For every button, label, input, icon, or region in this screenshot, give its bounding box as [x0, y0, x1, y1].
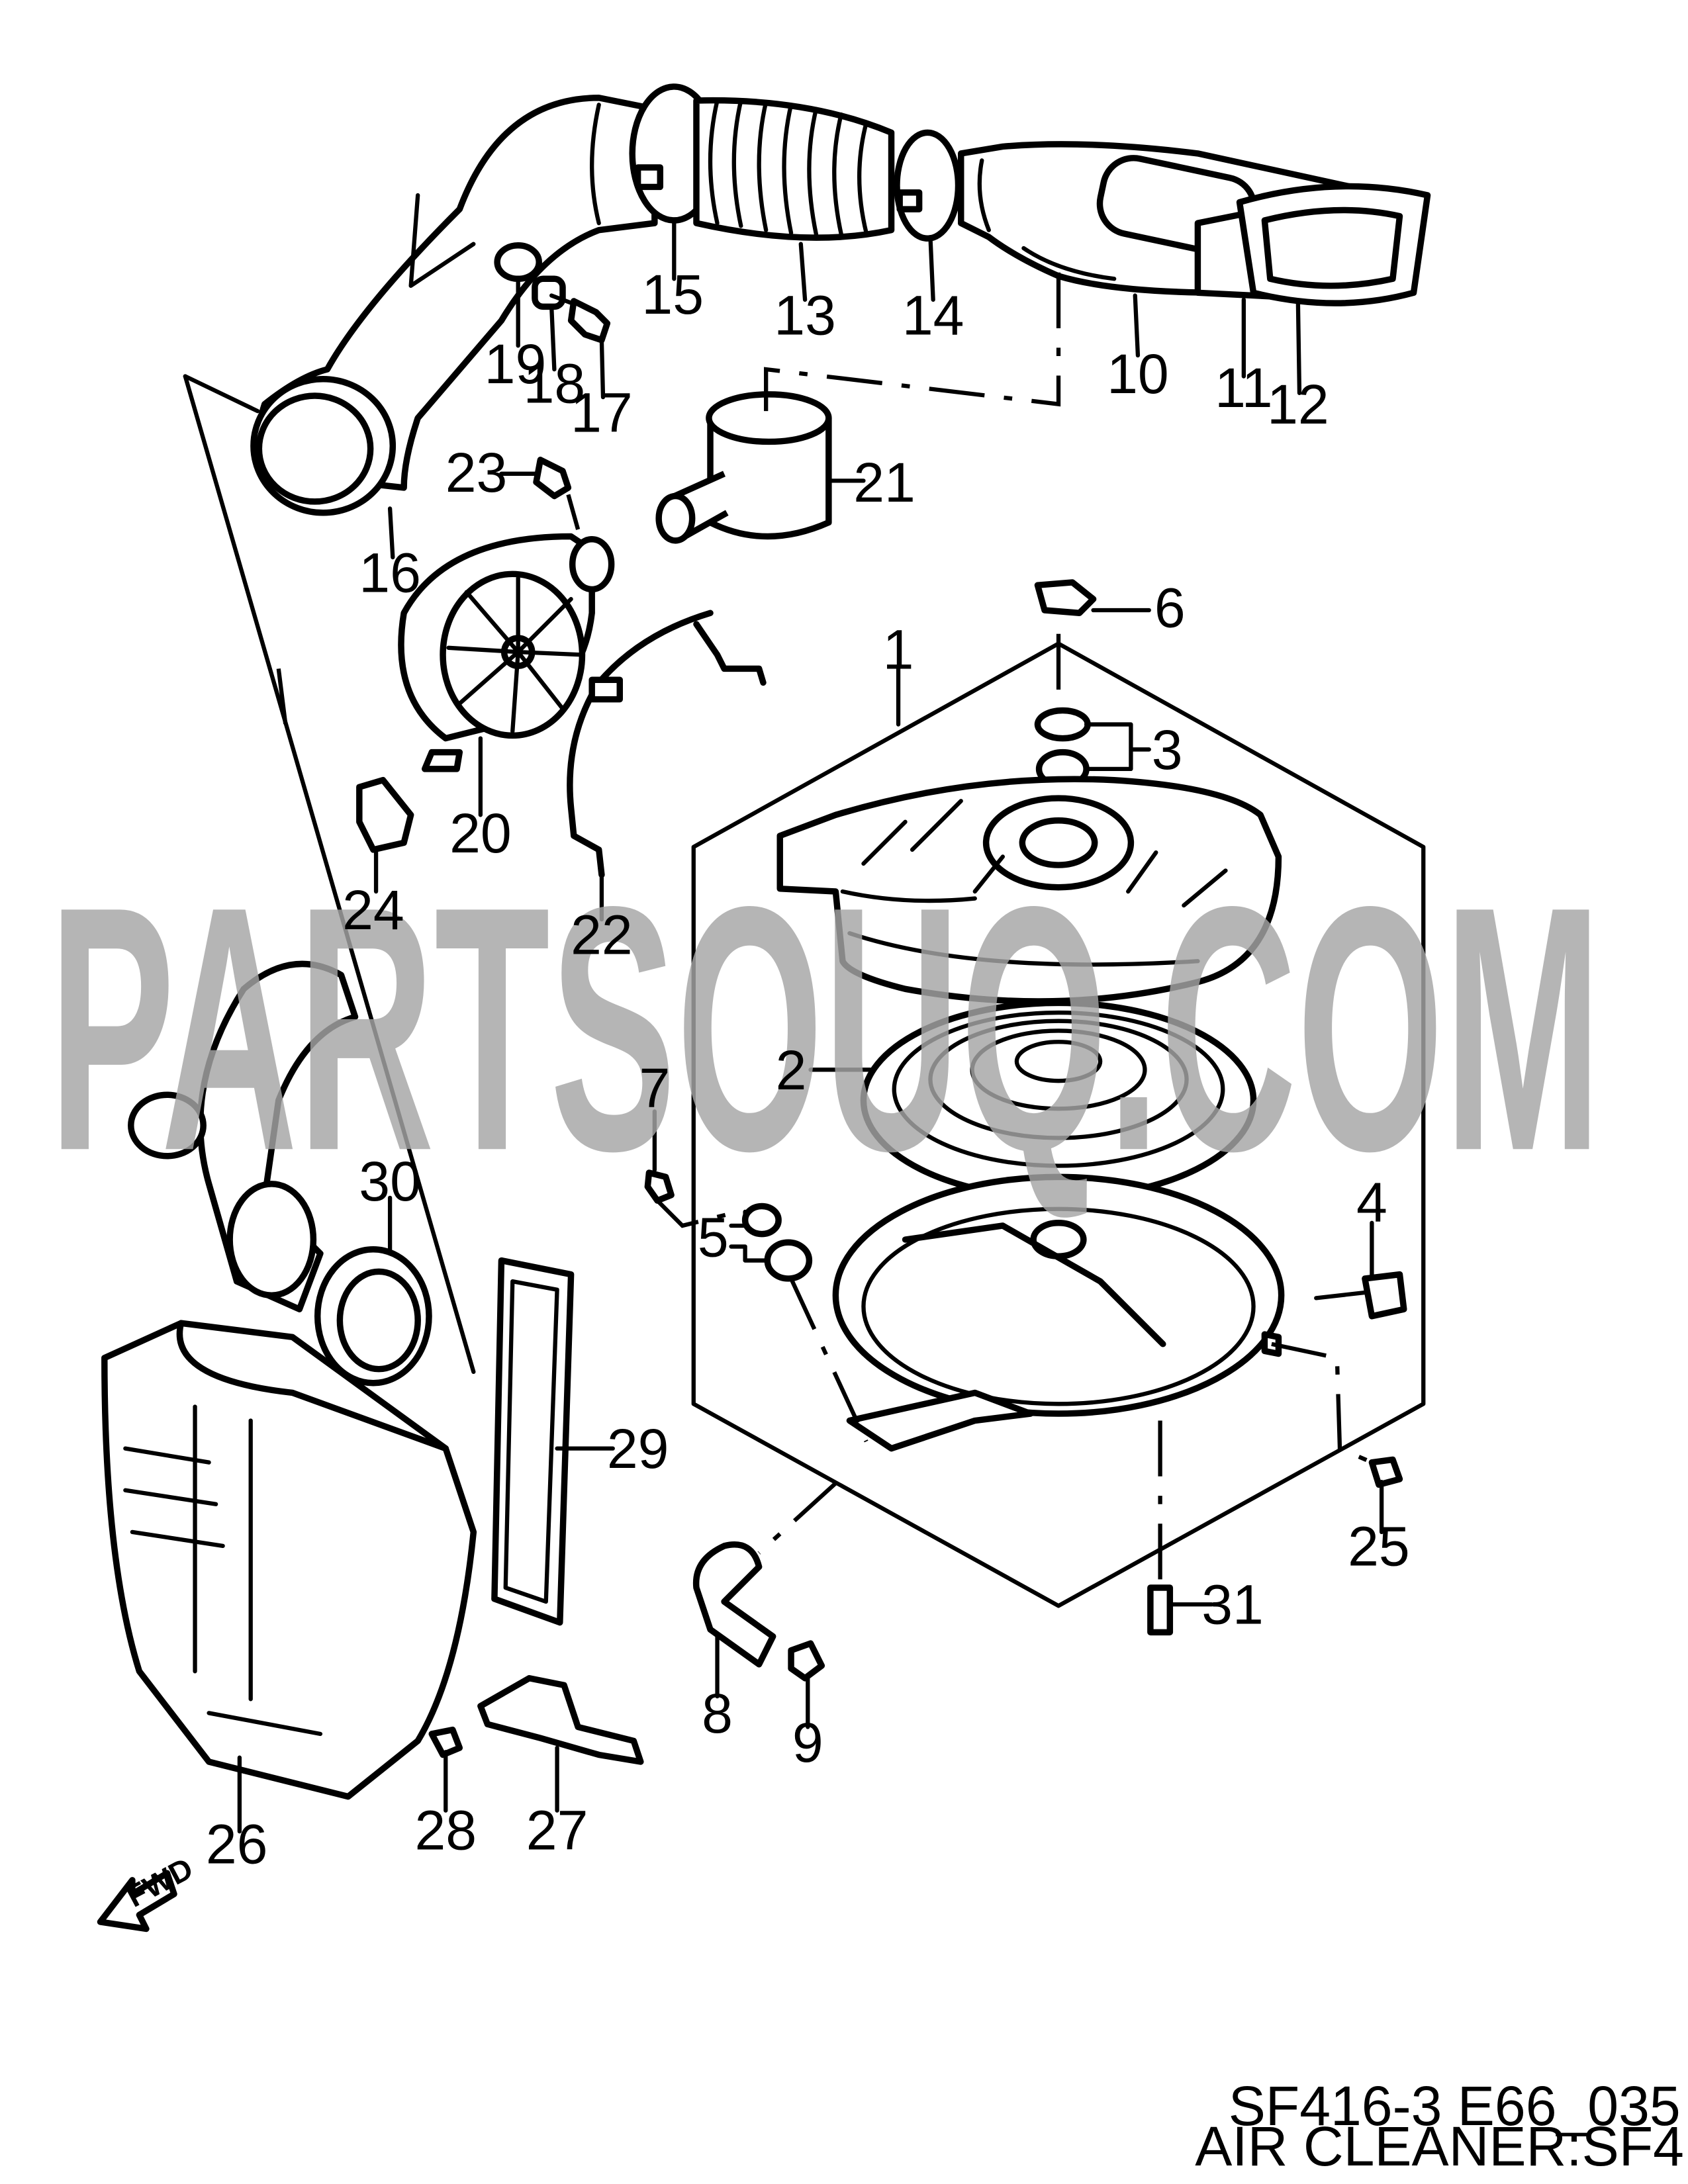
label-4: 4 [1356, 1171, 1387, 1234]
part-22-bracket[interactable] [567, 610, 767, 878]
part-18-collar[interactable] [532, 275, 566, 310]
part-30-hose[interactable] [128, 960, 432, 1387]
label-31: 31 [1201, 1574, 1264, 1636]
label-29: 29 [607, 1418, 669, 1480]
label-21: 21 [853, 451, 915, 514]
part-2-filter-element[interactable] [860, 999, 1257, 1201]
part-7-bolt[interactable] [644, 1169, 675, 1204]
part-1-upper-case[interactable] [776, 776, 1282, 1005]
label-3: 3 [1152, 719, 1183, 781]
watermark-text: PARTSOUQ.COM [49, 835, 1602, 1223]
part-28-bolt[interactable] [428, 1726, 463, 1758]
part-21-joint[interactable] [655, 391, 832, 544]
part-24-clip[interactable] [356, 776, 414, 853]
part-14-clamp[interactable] [894, 129, 962, 242]
part-26-resonator[interactable] [101, 1320, 477, 1800]
label-24: 24 [342, 879, 404, 941]
label-27: 27 [526, 1799, 588, 1862]
part-4-sensor[interactable] [1314, 1271, 1407, 1320]
label-30: 30 [359, 1150, 421, 1212]
part-27-bracket[interactable] [477, 1675, 644, 1765]
label-11: 11 [1215, 357, 1272, 419]
label-13: 13 [774, 284, 836, 346]
part-9-clip[interactable] [788, 1640, 825, 1682]
footer-code: SF416-3 E66_035 [1229, 2075, 1681, 2137]
label-22: 22 [571, 904, 633, 966]
label-1: 1 [883, 618, 914, 680]
part-23-bolt[interactable] [533, 457, 572, 500]
part-25-cap[interactable] [1368, 1456, 1403, 1488]
label-23: 23 [445, 441, 508, 504]
label-7: 7 [639, 1057, 670, 1119]
part-6-nut[interactable] [1034, 579, 1097, 616]
label-10: 10 [1107, 343, 1169, 405]
label-14: 14 [902, 284, 964, 346]
part-31-sleeve[interactable] [1147, 1584, 1174, 1636]
part-3-grommet[interactable] [1034, 707, 1091, 789]
fwd-direction-arrow: FWD [97, 1850, 199, 1933]
label-18: 18 [524, 353, 586, 415]
leader-triangle-left [183, 374, 476, 1375]
label-6: 6 [1154, 576, 1186, 639]
part-8-hose[interactable] [692, 1541, 776, 1668]
label-16: 16 [359, 542, 421, 604]
footer-title: AIR CLEANER:SF413 [1195, 2115, 1688, 2177]
label-19: 19 [485, 333, 547, 395]
label-9: 9 [792, 1711, 823, 1774]
figure-header: FIG.035 [195, 0, 397, 7]
label-2: 2 [776, 1039, 807, 1101]
label-28: 28 [414, 1799, 477, 1862]
label-15: 15 [641, 263, 704, 326]
part-13-bellows-hose[interactable] [693, 97, 895, 241]
part-29-strap[interactable] [491, 1257, 575, 1626]
callout-labels: 15 13 14 10 11 12 19 18 17 21 23 16 6 1 … [206, 263, 1410, 1876]
label-5: 5 [698, 1206, 729, 1268]
label-12: 12 [1267, 373, 1329, 435]
label-20: 20 [449, 802, 512, 864]
part-5-grommet[interactable] [741, 1203, 813, 1282]
label-8: 8 [702, 1682, 733, 1745]
intake-duct-group [250, 83, 1431, 516]
part-20-fan-cover[interactable] [398, 533, 615, 772]
label-25: 25 [1348, 1515, 1410, 1577]
air-cleaner-lower-case[interactable] [832, 1173, 1285, 1452]
label-17: 17 [571, 382, 633, 444]
part-19-grommet[interactable] [494, 242, 542, 283]
part-16-intake-hose[interactable] [250, 95, 658, 516]
label-26: 26 [206, 1813, 268, 1876]
part-12-cap[interactable] [1236, 183, 1431, 306]
leader-lines [237, 218, 1384, 1834]
